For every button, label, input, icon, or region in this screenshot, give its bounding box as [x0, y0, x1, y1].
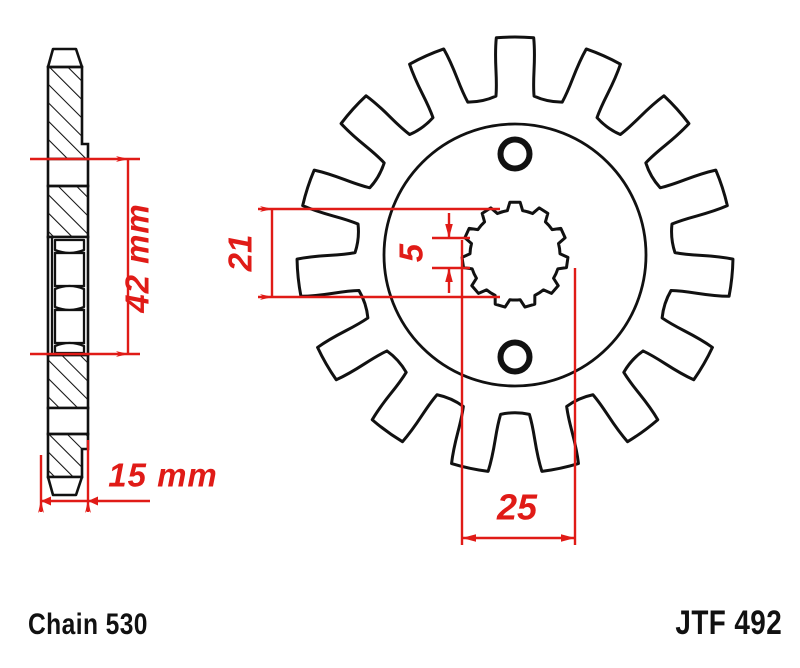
- dimension-15mm: [38, 440, 150, 512]
- section-bottom-tooth: [46, 475, 84, 497]
- dimension-21: [258, 206, 500, 300]
- bolt-hole-top: [497, 136, 533, 172]
- splined-bore: [460, 200, 570, 309]
- hub-boss-circle: [382, 122, 648, 388]
- dimension-label-21: 21: [222, 235, 259, 273]
- dimension-5: [432, 213, 470, 293]
- dimension-label-42mm: 42 mm: [119, 203, 156, 314]
- section-hub-band-top: [46, 157, 90, 188]
- dimension-label-25: 25: [496, 487, 538, 528]
- dimension-label-5: 5: [393, 243, 430, 262]
- face-view-group: [295, 35, 735, 473]
- section-view-group: [46, 47, 90, 497]
- section-lower-web: [46, 353, 90, 410]
- section-upper-web: [46, 184, 90, 239]
- section-lower-rim: [46, 432, 90, 479]
- dimension-42mm: [30, 156, 140, 357]
- section-top-tooth: [46, 47, 84, 69]
- chain-caption: Chain 530: [28, 608, 148, 641]
- part-number-caption: JTF 492: [675, 604, 782, 642]
- dimension-25: [460, 240, 577, 545]
- section-hub-band-bottom: [46, 406, 90, 436]
- dimension-label-15mm: 15 mm: [108, 457, 218, 494]
- section-upper-rim: [46, 65, 90, 161]
- bolt-hole-bottom: [497, 339, 533, 375]
- section-splined-bore: [46, 235, 90, 357]
